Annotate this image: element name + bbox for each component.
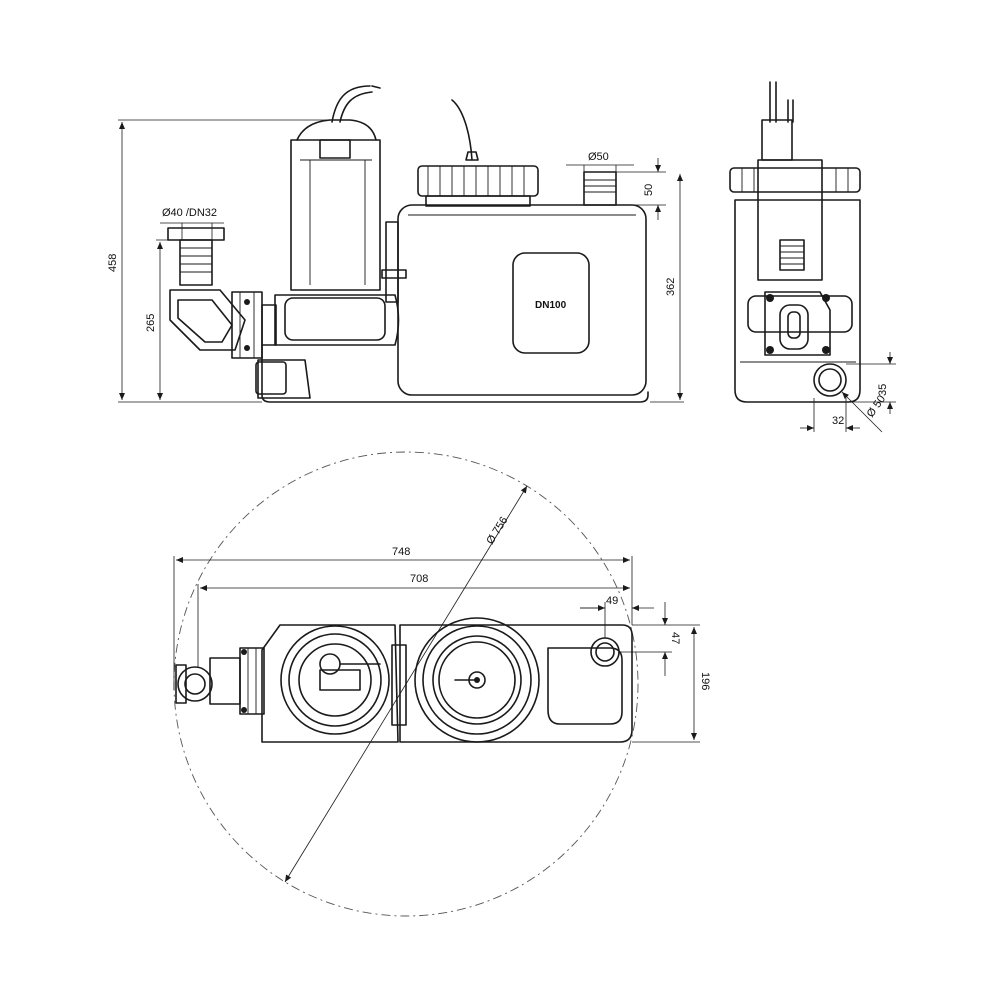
tank-lid — [417, 165, 539, 197]
tank-label: DN100 — [535, 300, 567, 311]
side-outlet — [813, 363, 847, 397]
dim-height-total: 458 — [107, 254, 119, 272]
dim-tank-height: 362 — [665, 278, 677, 296]
dim-side-horizontal: 32 — [832, 415, 844, 427]
dim-plan-dia: Ø 756 — [484, 515, 510, 547]
discharge-elbow — [169, 289, 246, 351]
side-body — [734, 199, 861, 403]
dim-plan-offset-x: 49 — [606, 595, 618, 607]
dim-side-dia: Ø 50 — [865, 393, 889, 419]
plan-pump — [261, 624, 399, 743]
dim-plan-offset-y: 47 — [669, 632, 681, 644]
dim-plan-depth: 196 — [699, 672, 711, 690]
vent-pipe — [583, 171, 617, 206]
front-view: DN100 — [107, 85, 684, 403]
plan-flange — [239, 647, 265, 715]
dim-vent-dia: Ø50 — [588, 151, 609, 163]
side-view: 35 32 Ø 50 — [729, 81, 896, 433]
tank-body — [397, 204, 647, 396]
plan-tank — [399, 624, 633, 743]
discharge-pipe — [179, 239, 213, 286]
dim-vent-height: 50 — [643, 184, 655, 196]
plan-view: Ø 756 748 708 49 47 196 — [173, 451, 711, 917]
pump-motor — [290, 139, 381, 291]
dim-height-inlet: 265 — [145, 314, 157, 332]
dim-inlet-dia: Ø40 /DN32 — [162, 207, 217, 219]
pump-volute — [274, 294, 400, 346]
dim-plan-width-inner: 708 — [410, 573, 428, 585]
plan-discharge — [177, 666, 213, 702]
dim-side-vertical: 35 — [877, 384, 889, 396]
dim-plan-width-outer: 748 — [392, 546, 410, 558]
inspection-window — [512, 252, 590, 354]
side-flange — [764, 291, 831, 356]
